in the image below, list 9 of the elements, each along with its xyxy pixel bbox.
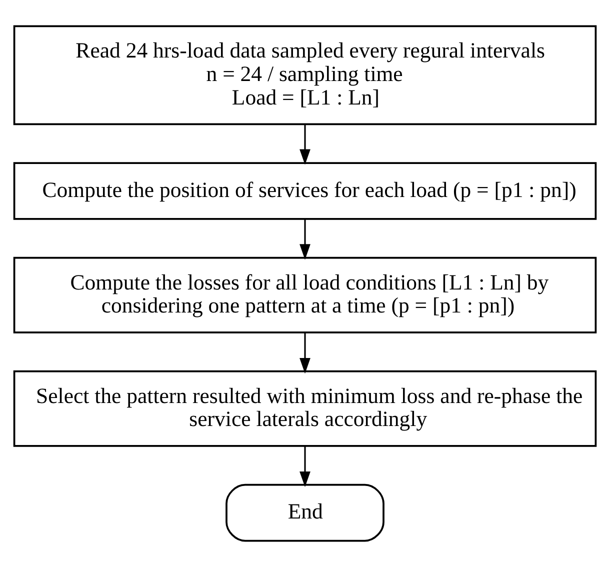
arrow	[300, 124, 310, 164]
node-box: Compute the losses for all load conditions [L1 : Ln] by considering one pattern at a time (p = [p1 : pn])	[13, 256, 597, 333]
node-box: End	[226, 483, 384, 542]
node-box: Select the pattern resulted with minimum loss and re-phase the service laterals accordingly	[13, 370, 597, 446]
arrow	[300, 332, 310, 374]
arrow	[300, 218, 310, 260]
arrow	[300, 446, 310, 487]
node-box: Compute the position of services for each load (p = [p1 : pn])	[13, 162, 597, 220]
node-box: Read 24 hrs-load data sampled every regural intervals n = 24 / sampling time Load = [L1 : Ln]	[13, 24, 597, 125]
